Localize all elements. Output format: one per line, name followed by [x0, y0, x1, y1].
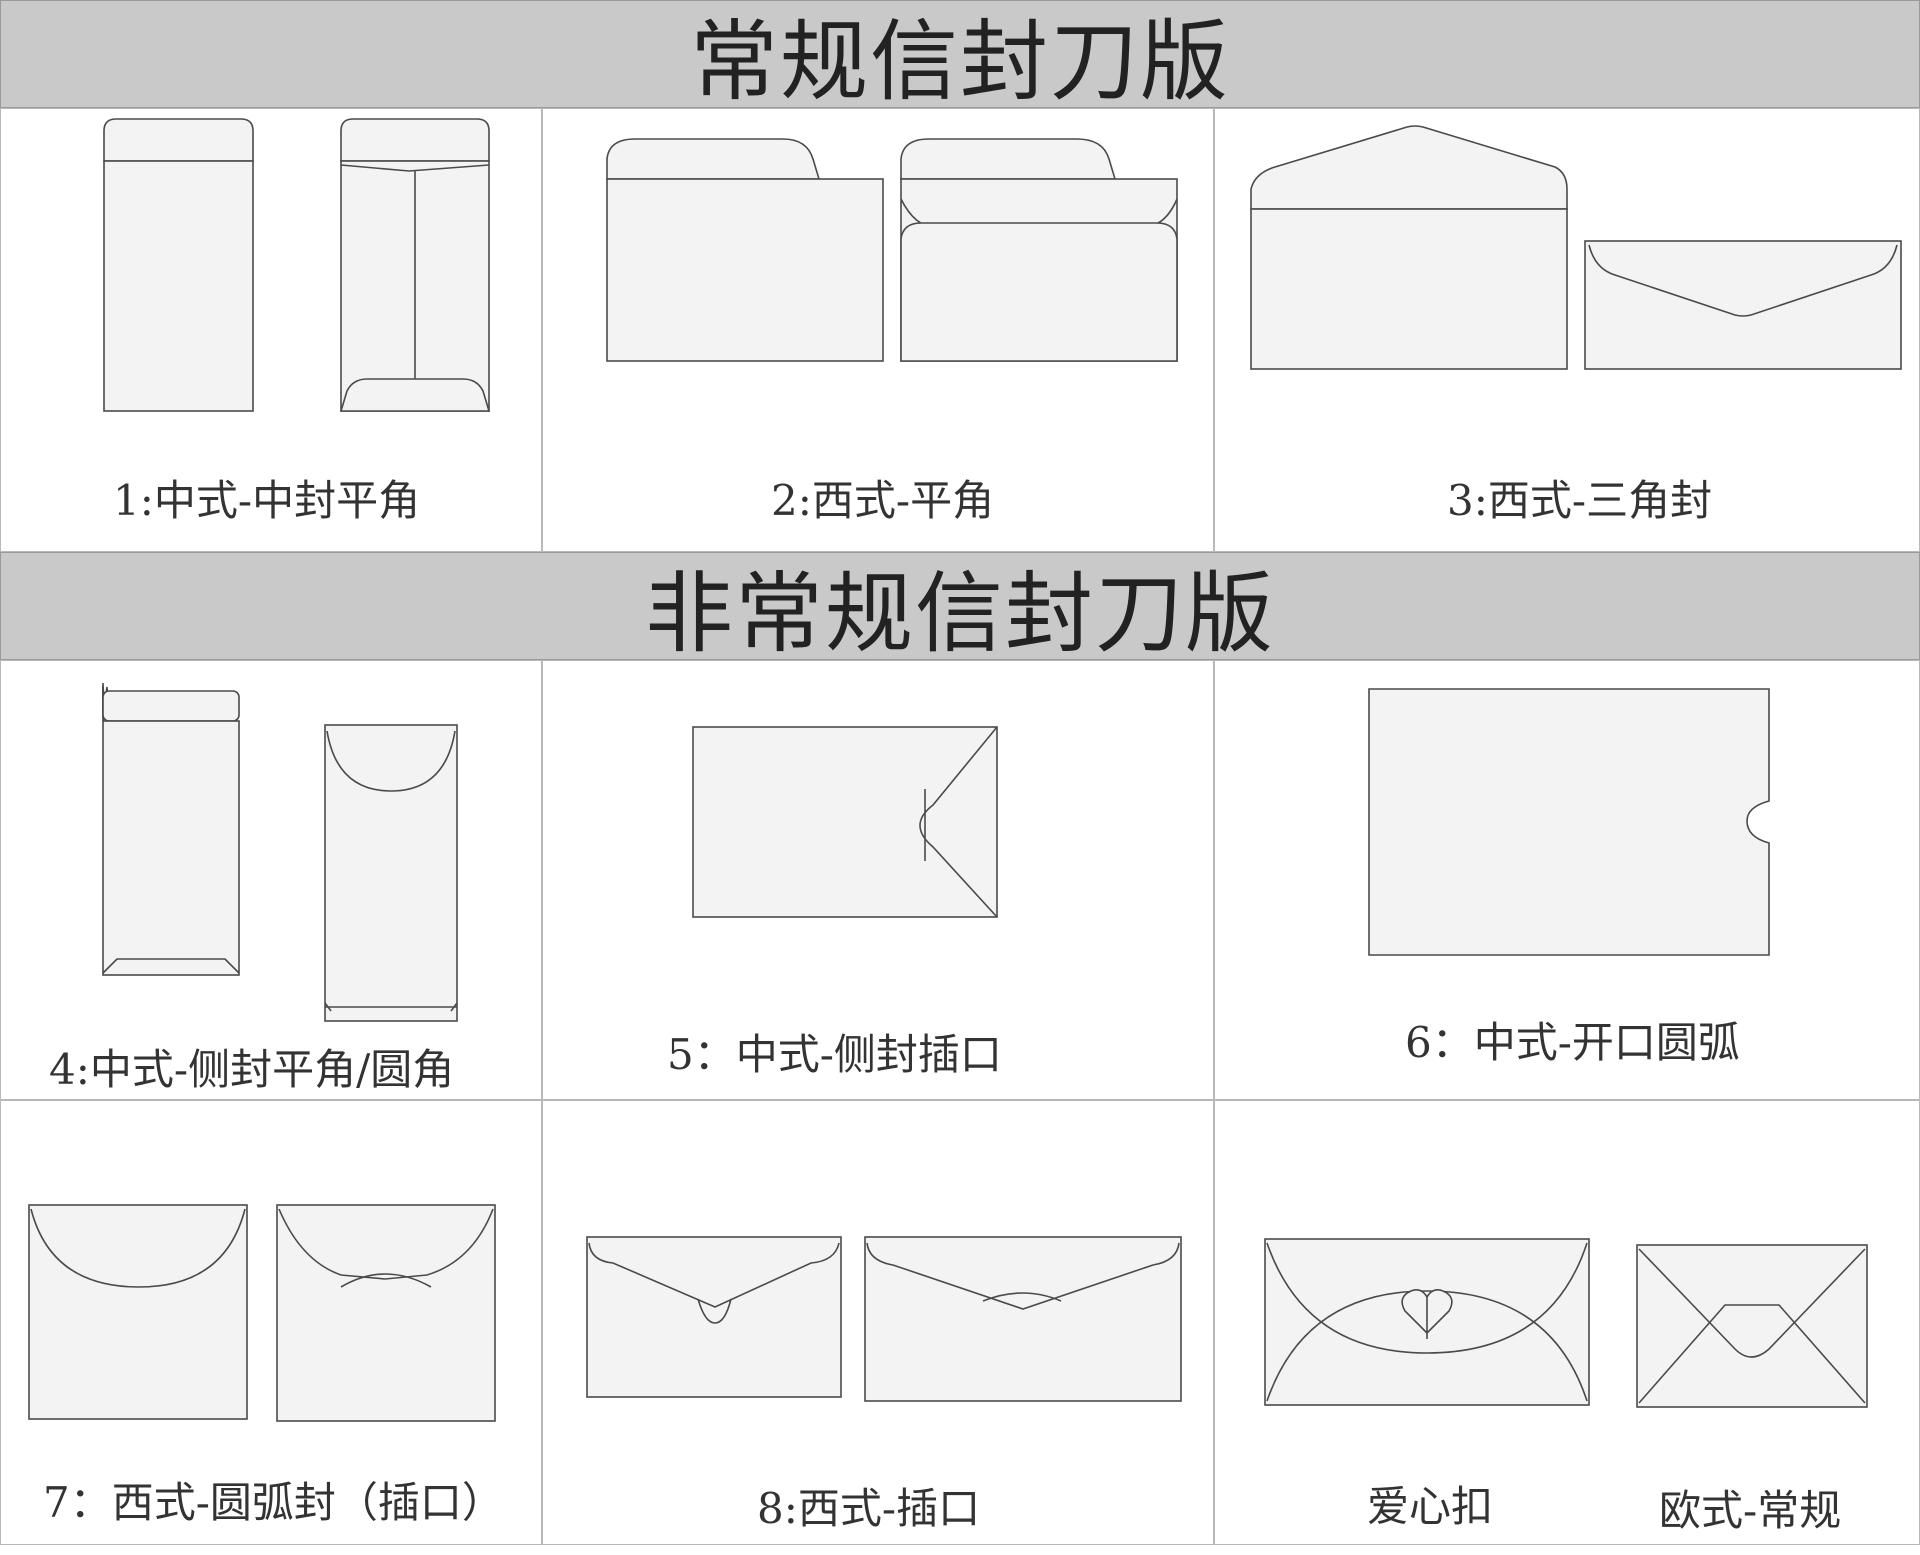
section-title-regular: 常规信封刀版	[0, 0, 1920, 113]
cell-3: 3:西式-三角封	[1214, 108, 1920, 552]
envelope-diagram-8	[586, 1236, 1182, 1402]
envelope-diagram-1	[103, 118, 491, 412]
cell-5: 5：中式-侧封插口	[542, 660, 1214, 1100]
envelope-diagram-3	[1250, 125, 1902, 370]
caption-3: 3:西式-三角封	[1447, 476, 1713, 525]
envelope-diagram-4	[102, 683, 458, 1022]
envelope-diagram-5	[692, 726, 998, 918]
caption-9a: 爱心扣	[1367, 1482, 1494, 1531]
cell-4: 4:中式-侧封平角/圆角	[0, 660, 542, 1100]
caption-7: 7：西式-圆弧封（插口）	[43, 1478, 504, 1527]
cell-2: 2:西式-平角	[542, 108, 1214, 552]
caption-2: 2:西式-平角	[771, 476, 995, 525]
cell-6: 6：中式-开口圆弧	[1214, 660, 1920, 1100]
caption-6: 6：中式-开口圆弧	[1405, 1018, 1740, 1067]
caption-9b: 欧式-常规	[1659, 1486, 1842, 1535]
caption-4: 4:中式-侧封平角/圆角	[49, 1045, 455, 1094]
cell-1: 1:中式-中封平角	[0, 108, 542, 552]
cell-9: 爱心扣 欧式-常规	[1214, 1100, 1920, 1545]
envelope-diagram-6	[1368, 688, 1770, 956]
caption-8: 8:西式-插口	[757, 1484, 981, 1533]
envelope-diagram-9	[1264, 1238, 1868, 1408]
section-title-irregular-text: 非常规信封刀版	[644, 561, 1275, 665]
caption-5: 5：中式-侧封插口	[667, 1030, 1002, 1079]
envelope-diagram-7	[28, 1204, 496, 1422]
cell-7: 7：西式-圆弧封（插口）	[0, 1100, 542, 1545]
section-title-regular-text: 常规信封刀版	[689, 9, 1230, 113]
envelope-diagram-2	[606, 138, 1178, 362]
section-title-irregular: 非常规信封刀版	[0, 552, 1920, 665]
cell-8: 8:西式-插口	[542, 1100, 1214, 1545]
caption-1: 1:中式-中封平角	[113, 476, 421, 525]
